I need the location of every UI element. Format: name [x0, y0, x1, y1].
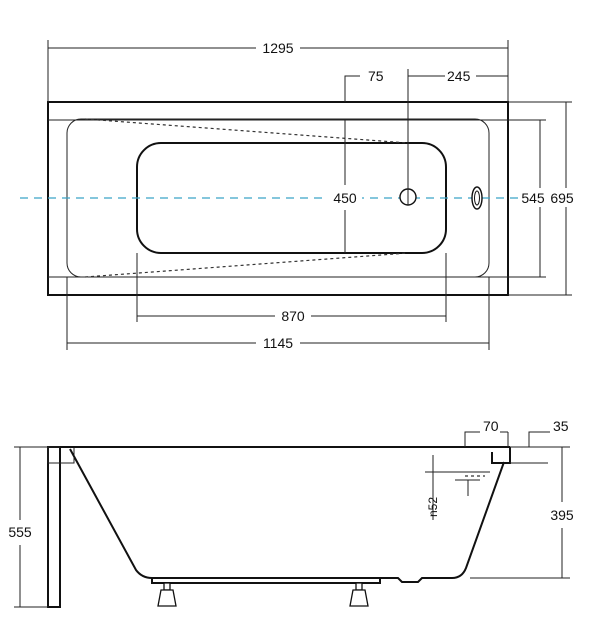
dim-rim-35: 35: [553, 418, 569, 434]
dim-total-height: 555: [8, 524, 32, 540]
overflow-inner-icon: [474, 190, 480, 206]
tub-side-profile: [69, 448, 505, 583]
dim-drain-to-end: 245: [447, 68, 471, 84]
slope-line-top: [84, 118, 409, 144]
label-bg: [256, 333, 300, 353]
dim-inner-width: 450: [333, 190, 357, 206]
dim-line-rim-35: [528, 431, 550, 447]
dim-bottom-length: 870: [281, 308, 305, 324]
dim-line-drain-offset: [344, 75, 360, 102]
label-bg: [4, 522, 36, 542]
label-bg: [544, 505, 580, 525]
label-bg: [328, 188, 362, 206]
dim-drain-offset: 75: [368, 68, 384, 84]
overflow-icon: [471, 186, 483, 210]
dim-depth: 395: [550, 507, 574, 523]
label-bg: [275, 306, 311, 326]
foot-right-icon: [349, 582, 369, 607]
slope-line-bottom: [84, 252, 409, 278]
front-panel: [47, 446, 61, 608]
label-bg: [549, 189, 579, 207]
rim-step-right: [491, 447, 511, 464]
foot-left-icon: [157, 582, 177, 607]
dim-overflow-52: n52: [426, 497, 440, 517]
dim-rim-width: 545: [521, 190, 545, 206]
dim-inner-length: 1145: [263, 335, 293, 351]
dim-overall-length: 1295: [262, 40, 293, 56]
dim-overall-width: 695: [550, 190, 574, 206]
label-bg: [256, 38, 300, 58]
dim-rim-70: 70: [483, 418, 499, 434]
label-bg: [519, 189, 547, 207]
side-view: 555 70 35 n52 395: [4, 418, 580, 608]
feet-plate: [151, 577, 381, 584]
top-view: 1295 75 245 450 545 695 870: [20, 38, 580, 353]
dim-line-rim-70: [464, 431, 480, 447]
